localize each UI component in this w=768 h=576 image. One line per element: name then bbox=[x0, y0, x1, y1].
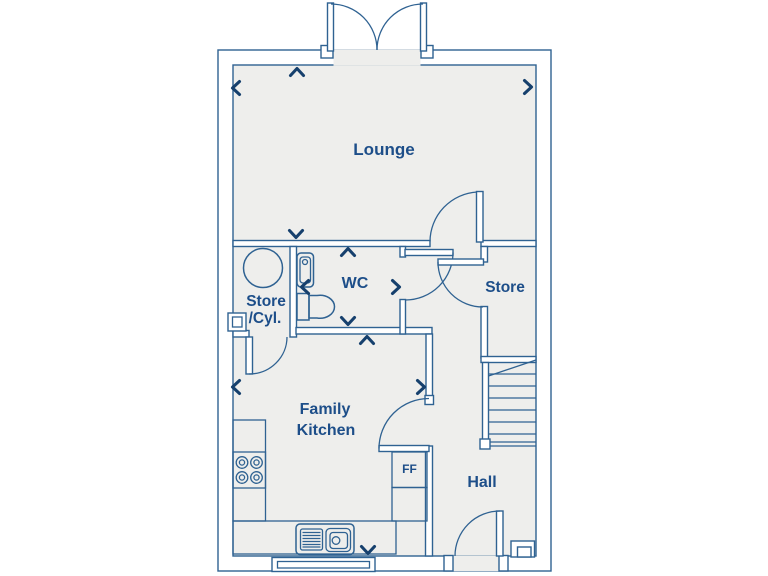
arrow-left bbox=[230, 378, 242, 396]
arrow-left bbox=[299, 278, 311, 296]
arrow-down bbox=[287, 228, 305, 240]
cylinder-circle bbox=[242, 247, 284, 289]
stair-stringer bbox=[481, 361, 490, 447]
wc-label: WC bbox=[342, 275, 369, 292]
arrow-left bbox=[230, 79, 242, 97]
interior-walls bbox=[232, 239, 537, 557]
hob-burner-ring bbox=[238, 474, 246, 481]
lounge-bottom-wall-left bbox=[232, 239, 431, 248]
stair-newel-post bbox=[479, 438, 491, 450]
front-door-jamb-left bbox=[443, 554, 454, 572]
ff-label: FF bbox=[402, 462, 417, 476]
stair-break-line bbox=[488, 359, 537, 377]
front-door-swing bbox=[454, 510, 501, 557]
basin-outer bbox=[296, 252, 315, 288]
store-cyl-door-swing bbox=[248, 336, 288, 375]
meter-box-outer bbox=[227, 312, 247, 332]
hob-burner-ring bbox=[238, 459, 246, 466]
ff-lower-unit bbox=[391, 486, 428, 522]
kitchen-label-line1: Family bbox=[300, 401, 351, 418]
kitchen-right-wall-upper bbox=[425, 333, 434, 398]
lounge-bottom-wall-right bbox=[480, 239, 537, 248]
hob-burner-ring bbox=[253, 459, 260, 466]
patio-french-doors bbox=[326, 2, 428, 52]
store-door-swing bbox=[437, 261, 484, 308]
patio-door-opening bbox=[333, 49, 421, 66]
arrow-right bbox=[522, 78, 534, 96]
arrow-up bbox=[288, 66, 306, 78]
front-door bbox=[454, 510, 504, 557]
hob-outline bbox=[232, 451, 267, 489]
front-door-opening bbox=[452, 555, 500, 572]
wc-door-leaf bbox=[404, 248, 454, 257]
hob bbox=[232, 451, 267, 489]
hob-burner bbox=[235, 456, 249, 469]
hob-burner bbox=[235, 471, 249, 484]
arrow-right bbox=[390, 278, 402, 296]
store-door bbox=[437, 258, 485, 308]
sink-drain bbox=[331, 536, 341, 545]
basin-tap bbox=[301, 258, 309, 266]
lounge-door bbox=[429, 190, 484, 243]
hall-corner-step bbox=[510, 540, 536, 558]
arrow-right bbox=[415, 378, 427, 396]
toilet bbox=[296, 292, 336, 321]
store-top-wall-stub bbox=[480, 245, 489, 263]
french-door-leaf-right bbox=[419, 2, 428, 52]
sink-bowl-outer bbox=[325, 527, 352, 553]
store-label: Store bbox=[485, 279, 525, 296]
sink-unit bbox=[295, 523, 355, 556]
fridge-freezer-unit bbox=[391, 451, 428, 522]
front-door-jamb-right bbox=[498, 554, 509, 572]
staircase bbox=[479, 359, 537, 450]
arrow-up bbox=[339, 246, 357, 258]
kitchen-label-line2: Kitchen bbox=[297, 422, 356, 439]
french-door-swing-right bbox=[376, 3, 424, 51]
store-door-leaf bbox=[437, 258, 485, 266]
exterior-walls bbox=[217, 44, 552, 572]
french-door-swing-left bbox=[330, 3, 378, 51]
kitchen-door-swing bbox=[378, 397, 430, 449]
meter-box bbox=[227, 312, 247, 332]
hob-burner bbox=[250, 456, 263, 469]
store-left-wall bbox=[480, 305, 489, 359]
arrow-down bbox=[359, 544, 377, 556]
arrow-up bbox=[358, 334, 376, 346]
wc-right-wall-bottom bbox=[399, 298, 407, 335]
room-labels: Lounge WC Store /Cyl. Store Family Kitch… bbox=[246, 140, 525, 491]
dimension-arrows bbox=[230, 66, 534, 556]
kitchen-door-post bbox=[424, 394, 435, 406]
wc-bottom-wall bbox=[295, 326, 433, 335]
store-cyl-label-line1: Store bbox=[246, 293, 286, 310]
window-glazing bbox=[276, 560, 371, 569]
sink-bowl-inner bbox=[329, 531, 349, 550]
cylinder-tank bbox=[242, 247, 284, 289]
lounge-label: Lounge bbox=[353, 140, 414, 159]
store-cyl-label-line2: /Cyl. bbox=[249, 310, 282, 327]
store-bottom-wall bbox=[480, 355, 537, 364]
corner-step-inner bbox=[516, 546, 532, 558]
sink-drainer bbox=[299, 528, 324, 551]
hob-burner-ring bbox=[253, 474, 260, 481]
lounge-door-leaf bbox=[475, 190, 484, 243]
sink-outline bbox=[295, 523, 355, 556]
arrow-down bbox=[339, 315, 357, 327]
kitchen-window bbox=[271, 556, 376, 573]
kitchen-door-leaf bbox=[378, 444, 430, 453]
front-door-leaf bbox=[495, 510, 504, 557]
storecyl-wc-wall bbox=[289, 245, 298, 338]
hob-burner bbox=[250, 471, 263, 484]
store-cyl-door-leaf bbox=[245, 336, 254, 375]
lounge-door-swing bbox=[429, 191, 478, 242]
french-door-leaf-left bbox=[326, 2, 335, 52]
meter-box-inner bbox=[231, 316, 243, 328]
window-frame bbox=[271, 556, 376, 573]
store-cyl-door bbox=[245, 336, 288, 375]
hall-label: Hall bbox=[467, 474, 496, 491]
toilet-bowl bbox=[308, 294, 336, 319]
